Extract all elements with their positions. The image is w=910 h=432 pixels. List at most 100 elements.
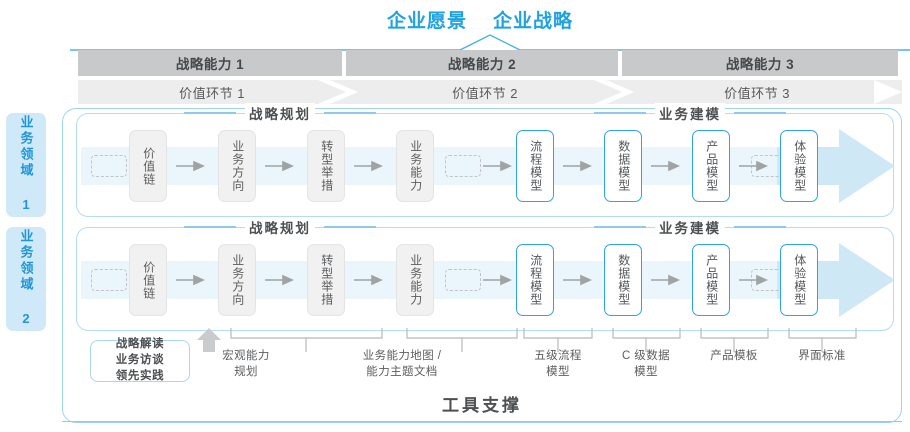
- capability-cell-2: 战略能力 2: [346, 50, 618, 76]
- node-label: 产品模型: [704, 254, 719, 306]
- node-label: 业务能力: [408, 140, 423, 192]
- tool-box-strategy-inputs[interactable]: 战略解读 业务访谈 领先实践: [90, 338, 190, 382]
- capability-cell-3: 战略能力 3: [622, 50, 898, 76]
- tool-label-line: 能力主题文档: [366, 365, 438, 378]
- placeholder-box: [91, 155, 127, 177]
- node-product-model[interactable]: 产品模型: [692, 130, 730, 202]
- node-label: 流程模型: [528, 140, 543, 192]
- node-label: 体验模型: [792, 254, 807, 306]
- node-label: 业务方向: [230, 254, 245, 306]
- value-chain-cell-1: 价值环节 1: [179, 85, 245, 101]
- section-title: 战略规划: [245, 103, 315, 123]
- node-label: 价值链: [141, 260, 156, 300]
- node-process-model[interactable]: 流程模型: [516, 244, 554, 316]
- sidebar-item-domain-1[interactable]: 业务领域 1: [6, 113, 46, 217]
- node-label: 体验模型: [792, 140, 807, 192]
- section-rule: [594, 226, 646, 228]
- tool-label-line: 业务能力地图 /: [362, 350, 442, 362]
- node-business-capability[interactable]: 业务能力: [396, 244, 434, 316]
- tool-label-c-level-data: C 级数据 模型: [591, 349, 701, 380]
- section-rule: [734, 112, 786, 114]
- tool-box-line: 领先实践: [115, 369, 165, 382]
- section-title: 业务建模: [655, 103, 725, 123]
- node-business-direction[interactable]: 业务方向: [218, 244, 256, 316]
- flow-arrow-icon: [176, 274, 205, 286]
- tool-label-line: 五级流程: [534, 350, 582, 362]
- tool-label-line: 规划: [234, 365, 258, 378]
- node-data-model[interactable]: 数据模型: [604, 244, 642, 316]
- node-label: 价值链: [141, 146, 156, 186]
- placeholder-box: [91, 269, 127, 291]
- section-rule: [184, 226, 236, 228]
- domain-1-label: 业务领域 1: [18, 115, 34, 215]
- capability-cell-1: 战略能力 1: [78, 50, 342, 76]
- node-product-model[interactable]: 产品模型: [692, 244, 730, 316]
- flow-arrow-icon: [483, 160, 512, 172]
- tool-label-line: 宏观能力: [222, 350, 270, 362]
- tool-label-line: 界面标准: [798, 350, 846, 362]
- domain-2-label: 业务领域 2: [18, 229, 34, 329]
- node-label: 业务能力: [408, 254, 423, 306]
- node-label: 转型举措: [319, 254, 334, 306]
- node-business-capability[interactable]: 业务能力: [396, 130, 434, 202]
- value-chain-cell-2: 价值环节 2: [452, 85, 518, 101]
- bottom-banner-label: 工具支撑: [442, 395, 522, 415]
- section-header-modeling-1: 业务建模: [520, 103, 860, 123]
- domain-row-2: 价值链 业务方向 转型举措 业务能力 流程模型 数据模型 产品模型 体验模型: [76, 227, 895, 331]
- outer-frame: [62, 108, 902, 423]
- section-rule: [324, 226, 376, 228]
- section-title: 业务建模: [655, 217, 725, 237]
- tool-box-line: 业务访谈: [115, 354, 165, 367]
- domain-row-1: 价值链 业务方向 转型举措 业务能力 流程模型 数据模型 产品模型 体验模型: [76, 113, 895, 217]
- node-value-chain[interactable]: 价值链: [129, 130, 167, 202]
- node-experience-model[interactable]: 体验模型: [780, 244, 818, 316]
- flow-arrow-icon: [176, 160, 205, 172]
- tool-label-five-level-process: 五级流程 模型: [503, 349, 613, 380]
- node-data-model[interactable]: 数据模型: [604, 130, 642, 202]
- flow-arrow-icon: [265, 274, 294, 286]
- section-title: 战略规划: [245, 217, 315, 237]
- node-experience-model[interactable]: 体验模型: [780, 130, 818, 202]
- node-business-direction[interactable]: 业务方向: [218, 130, 256, 202]
- node-label: 转型举措: [319, 140, 334, 192]
- section-rule: [184, 112, 236, 114]
- strategic-capability-bar: 战略能力 1 战略能力 2 战略能力 3: [78, 50, 898, 76]
- tool-label-line: 模型: [634, 365, 658, 378]
- flow-arrow-icon: [739, 160, 768, 172]
- tool-label-product-template: 产品模板: [679, 349, 789, 365]
- tool-label-macro-capability: 宏观能力 规划: [186, 349, 306, 380]
- tool-label-capability-map: 业务能力地图 / 能力主题文档: [327, 349, 477, 380]
- flow-arrow-icon: [563, 274, 592, 286]
- value-chain-bar: 价值环节 1 价值环节 2 价值环节 3: [78, 80, 902, 104]
- flow-arrow-icon: [354, 160, 383, 172]
- flow-arrow-icon: [563, 160, 592, 172]
- section-header-planning-2: 战略规划: [110, 217, 450, 237]
- placeholder-box: [445, 155, 481, 177]
- node-transformation-measures[interactable]: 转型举措: [307, 244, 345, 316]
- flow-arrow-icon: [483, 274, 512, 286]
- tool-label-line: 模型: [546, 365, 570, 378]
- node-label: 业务方向: [230, 140, 245, 192]
- flow-arrow-icon: [739, 274, 768, 286]
- header-titles: 企业愿景 企业战略: [340, 5, 620, 33]
- sidebar-item-domain-2[interactable]: 业务领域 2: [6, 227, 46, 331]
- node-transformation-measures[interactable]: 转型举措: [307, 130, 345, 202]
- header-title-strategy: 企业战略: [493, 10, 574, 32]
- flow-arrow-icon: [651, 160, 680, 172]
- flow-arrow-icon: [354, 274, 383, 286]
- header-title-vision: 企业愿景: [386, 10, 467, 32]
- node-label: 产品模型: [704, 140, 719, 192]
- tool-label-line: 产品模板: [710, 350, 758, 362]
- tool-box-line: 战略解读: [115, 338, 165, 351]
- tool-label-ui-standard: 界面标准: [767, 349, 877, 365]
- node-label: 数据模型: [616, 140, 631, 192]
- tool-label-line: C 级数据: [622, 350, 670, 362]
- section-rule: [324, 112, 376, 114]
- placeholder-box: [445, 269, 481, 291]
- node-process-model[interactable]: 流程模型: [516, 130, 554, 202]
- node-label: 数据模型: [616, 254, 631, 306]
- node-value-chain[interactable]: 价值链: [129, 244, 167, 316]
- value-chain-cell-3: 价值环节 3: [724, 85, 790, 101]
- section-header-planning-1: 战略规划: [110, 103, 450, 123]
- section-rule: [734, 226, 786, 228]
